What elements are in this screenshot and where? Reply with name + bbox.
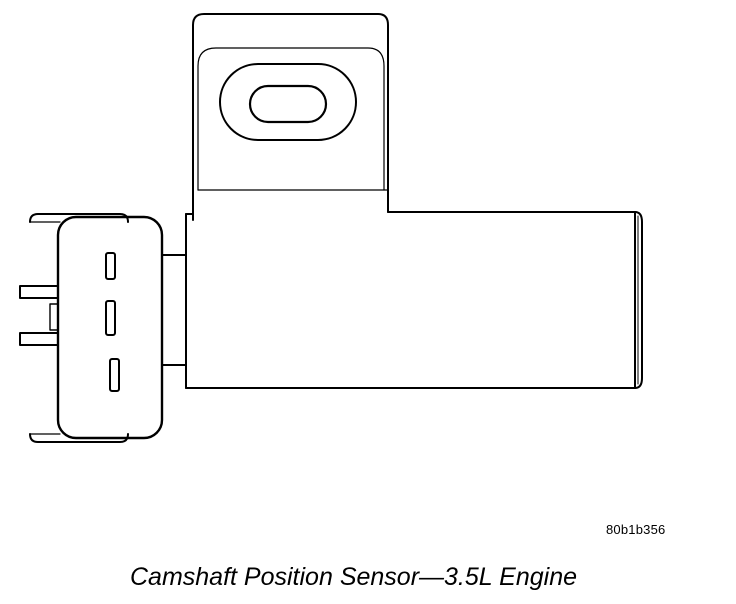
connector-terminal bbox=[105, 252, 116, 280]
sensor-tip bbox=[634, 211, 643, 389]
figure-caption: Camshaft Position Sensor—3.5L Engine bbox=[130, 563, 578, 591]
connector-lock-tab bbox=[19, 332, 59, 346]
connector-terminal bbox=[105, 300, 116, 336]
electrical-connector bbox=[19, 213, 164, 443]
figure-reference-code: 80b1b356 bbox=[606, 522, 666, 537]
bracket-mounting-slot bbox=[248, 84, 328, 124]
connector-neck bbox=[161, 254, 187, 366]
connector-lock-tab bbox=[19, 285, 59, 299]
connector-terminal bbox=[109, 358, 120, 392]
mounting-bracket bbox=[192, 13, 389, 221]
sensor-body-cylinder bbox=[185, 211, 643, 389]
